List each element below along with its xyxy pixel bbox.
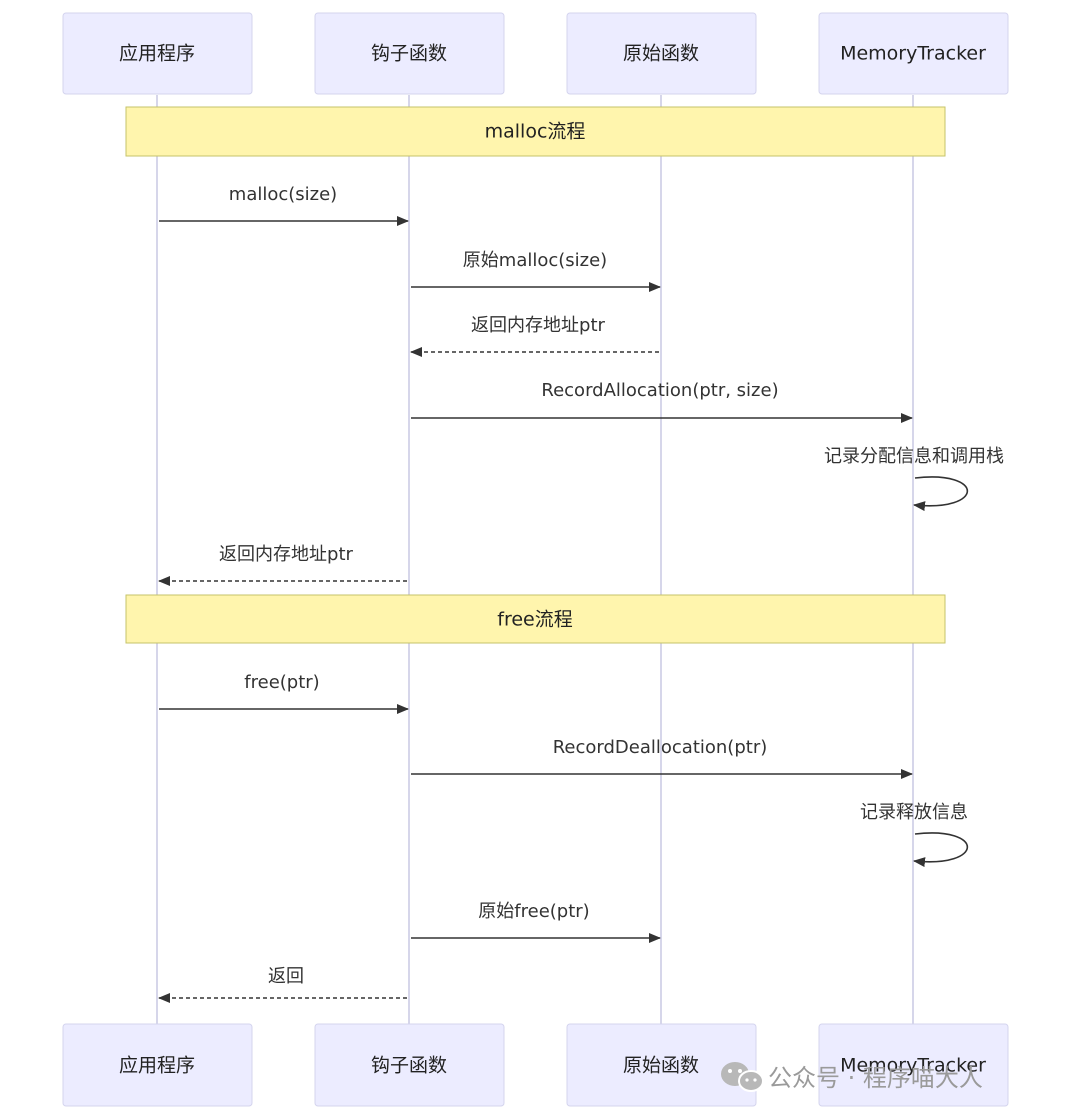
message-label: 返回	[268, 966, 304, 987]
message-arrow: RecordDeallocation(ptr)	[411, 737, 913, 779]
actors-bottom: 应用程序 钩子函数 原始函数 MemoryTracker	[62, 1023, 1009, 1107]
actor-label: 应用程序	[119, 43, 195, 65]
message-label: 原始free(ptr)	[478, 901, 589, 922]
actor-hook-bottom: 钩子函数	[314, 1023, 505, 1107]
actor-label: MemoryTracker	[840, 43, 986, 65]
message-label: 记录分配信息和调用栈	[824, 446, 1004, 467]
watermark: 公众号 · 程序喵大人	[721, 1062, 983, 1092]
actor-label: 应用程序	[119, 1055, 195, 1077]
actor-tracker-top: MemoryTracker	[818, 12, 1009, 95]
message-label: free(ptr)	[244, 672, 319, 693]
actor-hook-top: 钩子函数	[314, 12, 505, 95]
message-arrow: RecordAllocation(ptr, size)	[411, 380, 913, 423]
actor-label: MemoryTracker	[840, 1055, 986, 1077]
message-label: 记录释放信息	[860, 802, 968, 823]
actor-label: 钩子函数	[371, 43, 447, 65]
message-label: RecordDeallocation(ptr)	[553, 737, 768, 758]
section-note-malloc: malloc流程	[125, 106, 946, 157]
section-label: malloc流程	[485, 121, 586, 143]
message-arrow-dashed: 返回内存地址ptr	[158, 544, 407, 586]
message-arrow: free(ptr)	[159, 672, 409, 714]
self-message: 记录释放信息	[860, 802, 969, 868]
actor-label: 原始函数	[623, 43, 699, 65]
actor-app-top: 应用程序	[62, 12, 253, 95]
wechat-icon	[721, 1062, 764, 1092]
message-label: 返回内存地址ptr	[471, 315, 605, 336]
actor-label: 原始函数	[623, 1055, 699, 1077]
lifelines	[156, 95, 914, 1024]
message-arrow: 原始malloc(size)	[411, 250, 661, 292]
actor-orig-top: 原始函数	[566, 12, 757, 95]
message-label: 原始malloc(size)	[463, 250, 607, 271]
actor-orig-bottom: 原始函数	[566, 1023, 757, 1107]
actor-app-bottom: 应用程序	[62, 1023, 253, 1107]
message-arrow-dashed: 返回内存地址ptr	[410, 315, 659, 357]
message-arrow: malloc(size)	[159, 184, 409, 226]
message-label: malloc(size)	[229, 184, 337, 205]
section-label: free流程	[497, 609, 572, 631]
actor-label: 钩子函数	[371, 1055, 447, 1077]
watermark-text: 公众号 · 程序喵大人	[768, 1064, 983, 1092]
self-message: 记录分配信息和调用栈	[824, 446, 1004, 512]
messages: malloc(size) 原始malloc(size) 返回内存地址ptr Re…	[158, 184, 1004, 1003]
section-note-free: free流程	[125, 594, 946, 644]
actors-top: 应用程序 钩子函数 原始函数 MemoryTracker	[62, 12, 1009, 95]
actor-tracker-bottom: MemoryTracker	[818, 1023, 1009, 1107]
message-arrow: 原始free(ptr)	[411, 901, 661, 943]
message-arrow-dashed: 返回	[158, 966, 407, 1003]
message-label: 返回内存地址ptr	[219, 544, 353, 565]
message-label: RecordAllocation(ptr, size)	[541, 380, 778, 401]
